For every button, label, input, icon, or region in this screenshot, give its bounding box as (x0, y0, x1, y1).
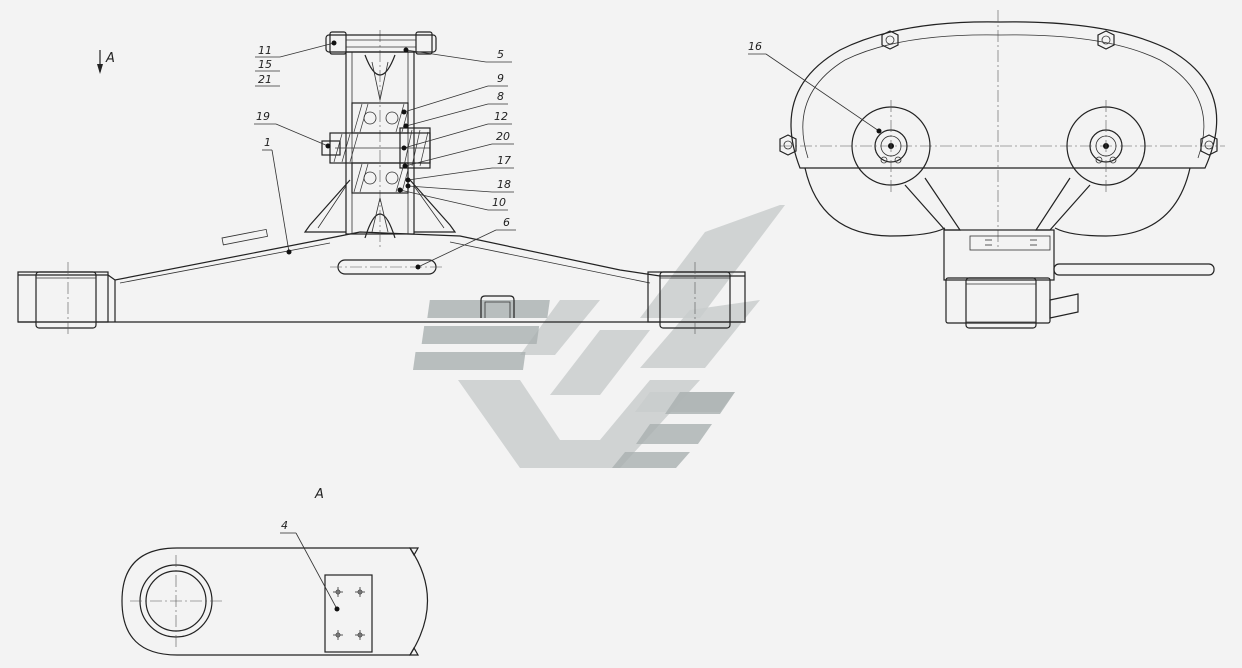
side-view (779, 10, 1225, 329)
watermark-logo (412, 205, 785, 468)
callout-1: 1 (264, 136, 271, 149)
callout-4: 4 (281, 519, 288, 532)
section-hatching (333, 103, 429, 193)
callout-12: 12 (494, 110, 508, 123)
callout-17: 17 (497, 154, 511, 167)
callout-21: 21 (258, 73, 272, 86)
callout-11: 11 (258, 44, 272, 57)
view-arrow-label: A (105, 51, 115, 66)
callout-15: 15 (258, 58, 272, 71)
callout-16: 16 (748, 40, 762, 53)
view-arrow-a: A (97, 50, 115, 74)
callout-5: 5 (497, 48, 504, 61)
front-view (17, 30, 746, 335)
callout-20: 20 (496, 130, 510, 143)
callout-8: 8 (497, 90, 504, 103)
callout-9: 9 (497, 72, 504, 85)
callout-19: 19 (256, 110, 270, 123)
callout-18: 18 (497, 178, 511, 191)
view-a (121, 547, 428, 656)
callout-10: 10 (492, 196, 506, 209)
callout-6: 6 (503, 216, 510, 229)
callouts: 11 15 21 5 9 8 12 19 20 (254, 40, 882, 612)
view-a-title: A (314, 487, 324, 502)
